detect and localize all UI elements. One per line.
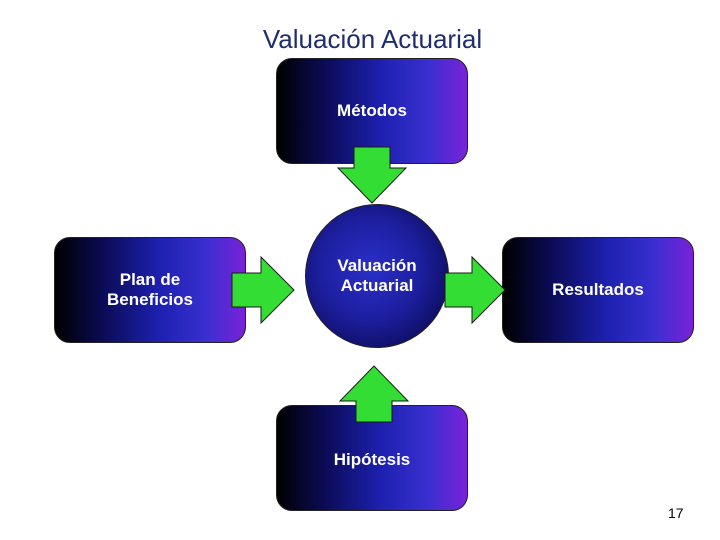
benefit-plan-label-line1: Plan de bbox=[119, 270, 181, 290]
actuarial-valuation-label-line2: Actuarial bbox=[340, 276, 414, 295]
actuarial-valuation-label: Valuación Actuarial bbox=[337, 256, 416, 297]
actuarial-valuation-circle: Valuación Actuarial bbox=[305, 204, 449, 348]
arrow-down-icon bbox=[336, 146, 408, 204]
page-number: 17 bbox=[668, 505, 684, 521]
actuarial-valuation-label-line1: Valuación bbox=[337, 255, 417, 275]
methods-box: Métodos bbox=[276, 58, 468, 164]
arrow-up-icon bbox=[338, 365, 410, 423]
benefit-plan-label: Plan de Beneficios bbox=[107, 270, 193, 309]
results-box: Resultados bbox=[502, 237, 694, 343]
arrow-right-results-icon bbox=[444, 255, 506, 325]
benefit-plan-label-line2: Beneficios bbox=[107, 290, 193, 309]
methods-label: Métodos bbox=[337, 101, 407, 120]
assumptions-label: Hipótesis bbox=[333, 450, 411, 469]
benefit-plan-box: Plan de Beneficios bbox=[54, 237, 246, 343]
results-label: Resultados bbox=[552, 280, 644, 300]
assumptions-box: Hipótesis bbox=[276, 405, 468, 511]
arrow-right-icon bbox=[231, 255, 295, 325]
slide-title: Valuación Actuarial bbox=[262, 24, 483, 54]
